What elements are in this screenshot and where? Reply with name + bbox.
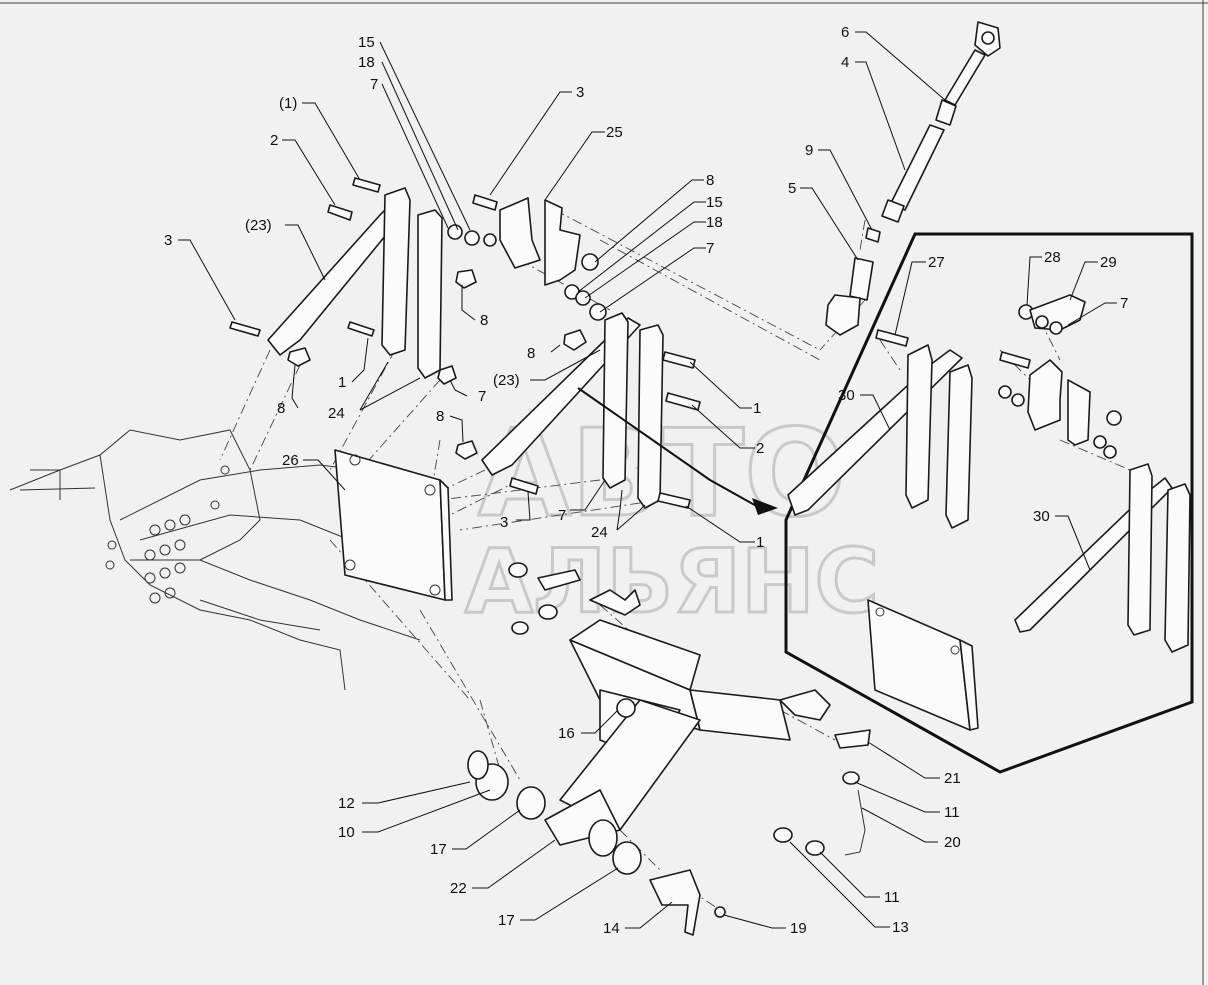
label-30-lower: 30 bbox=[1033, 508, 1050, 525]
label-6: 6 bbox=[841, 24, 849, 41]
label-3-left: 3 bbox=[164, 232, 172, 249]
hitch-assembly bbox=[467, 562, 871, 936]
label-22: 22 bbox=[450, 880, 467, 897]
label-25: 25 bbox=[606, 124, 623, 141]
label-21: 21 bbox=[944, 770, 961, 787]
detail-inset bbox=[784, 232, 1194, 774]
label-27: 27 bbox=[928, 254, 945, 271]
label-1-paren: (1) bbox=[279, 95, 297, 112]
top-link-assembly bbox=[825, 21, 1001, 336]
label-8-lower: 8 bbox=[436, 408, 444, 425]
middle-bracket-assembly bbox=[455, 312, 701, 509]
label-18-right: 18 bbox=[706, 214, 723, 231]
label-1-mid: 1 bbox=[753, 400, 761, 417]
label-8-right: 8 bbox=[706, 172, 714, 189]
label-2-top: 2 bbox=[270, 132, 278, 149]
label-9: 9 bbox=[805, 142, 813, 159]
label-19: 19 bbox=[790, 920, 807, 937]
tractor-frame bbox=[9, 429, 421, 691]
label-24-left: 24 bbox=[328, 405, 345, 422]
label-12: 12 bbox=[338, 795, 355, 812]
label-8-mid: 8 bbox=[480, 312, 488, 329]
label-7-right: 7 bbox=[706, 240, 714, 257]
label-15-right: 15 bbox=[706, 194, 723, 211]
mounting-plate bbox=[334, 449, 453, 601]
watermark-line2: АЛЬЯНС bbox=[465, 530, 879, 633]
label-10: 10 bbox=[338, 824, 355, 841]
label-30-upper: 30 bbox=[838, 387, 855, 404]
label-1-lower: 1 bbox=[756, 534, 764, 551]
label-11-lower: 11 bbox=[884, 889, 900, 906]
detail-pointer-arrowhead bbox=[752, 498, 778, 515]
label-24-mid: 24 bbox=[591, 524, 608, 541]
label-14: 14 bbox=[603, 920, 620, 937]
label-3-mid: 3 bbox=[500, 514, 508, 531]
label-17-upper: 17 bbox=[430, 841, 447, 858]
label-29: 29 bbox=[1100, 254, 1117, 271]
label-1-left: 1 bbox=[338, 374, 346, 391]
label-23-top: (23) bbox=[245, 217, 272, 234]
label-7-mid: 7 bbox=[478, 388, 486, 405]
label-7-top: 7 bbox=[370, 76, 378, 93]
label-18-top: 18 bbox=[358, 54, 375, 71]
label-8-center: 8 bbox=[527, 345, 535, 362]
label-5: 5 bbox=[788, 180, 796, 197]
label-7-inset: 7 bbox=[1120, 295, 1128, 312]
label-3-top: 3 bbox=[576, 84, 584, 101]
label-20: 20 bbox=[944, 834, 961, 851]
label-23-mid: (23) bbox=[493, 372, 520, 389]
leader-lines bbox=[178, 31, 1117, 929]
label-7-lower: 7 bbox=[558, 507, 566, 524]
label-16: 16 bbox=[558, 725, 575, 742]
label-15-top: 15 bbox=[358, 34, 375, 51]
label-2-mid: 2 bbox=[756, 440, 764, 457]
label-26: 26 bbox=[282, 452, 299, 469]
callout-labels: 15 18 7 (1) 2 (23) 3 3 25 8 15 18 7 8 1 … bbox=[164, 24, 1128, 937]
label-28: 28 bbox=[1044, 249, 1061, 266]
label-17-lower: 17 bbox=[498, 912, 515, 929]
label-13: 13 bbox=[892, 919, 909, 936]
detail-pointer-line bbox=[577, 387, 761, 509]
upper-left-bracket-assembly bbox=[229, 177, 607, 385]
label-8-left: 8 bbox=[277, 400, 285, 417]
label-11-upper: 11 bbox=[944, 804, 960, 821]
label-4: 4 bbox=[841, 54, 849, 71]
